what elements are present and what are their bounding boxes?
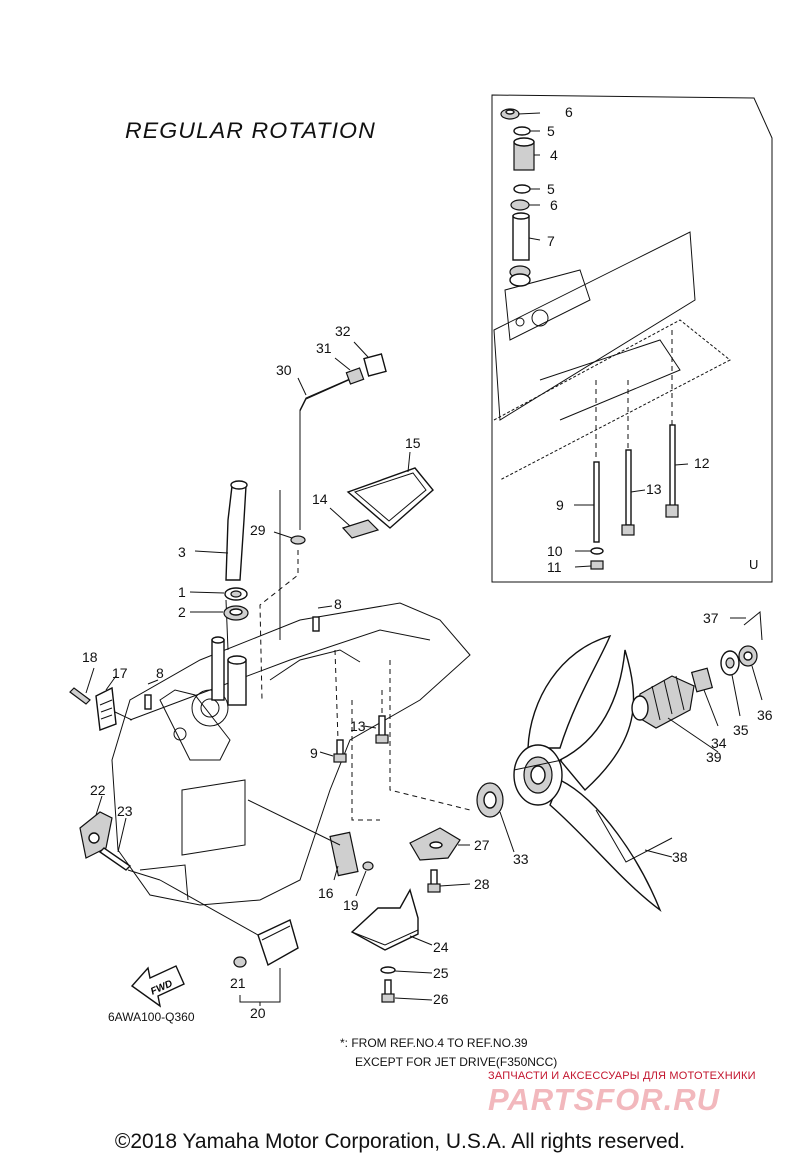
diagram-code: 6AWA100-Q360	[108, 1010, 195, 1024]
inset-parts-stack	[500, 108, 541, 287]
callout-14: 14	[312, 491, 328, 507]
bolt-13	[378, 715, 386, 737]
callout-12: 12	[694, 455, 710, 471]
anode-16	[329, 831, 359, 877]
view-letter: U	[749, 557, 759, 572]
callout-1: 1	[178, 584, 186, 600]
callout-31: 31	[316, 340, 332, 356]
joint-31	[345, 367, 365, 385]
cotter-pin-37	[743, 611, 763, 641]
note-line-2: EXCEPT FOR JET DRIVE(F350NCC)	[355, 1055, 558, 1069]
spacer-34	[690, 667, 714, 693]
callout-13: 13	[646, 481, 662, 497]
inset-bolts	[574, 330, 689, 570]
seal-14	[341, 519, 380, 539]
dowel-8a	[312, 616, 320, 632]
prop-hardware	[631, 611, 763, 753]
water-tube-3	[225, 485, 247, 581]
callout-39: 39	[706, 749, 722, 765]
callout-15: 15	[405, 435, 421, 451]
callout-26: 26	[433, 991, 449, 1007]
callout-22: 22	[90, 782, 106, 798]
callout-6: 6	[550, 197, 558, 213]
watermark-tagline: ЗАПЧАСТИ И АКСЕССУАРЫ ДЛЯ МОТОТЕХНИКИ	[488, 1070, 756, 1082]
callout-25: 25	[433, 965, 449, 981]
callout-19: 19	[343, 897, 359, 913]
callout-20: 20	[250, 1005, 266, 1021]
callout-11: 11	[547, 559, 562, 575]
diagram-title: REGULAR ROTATION	[125, 118, 376, 143]
callout-32: 32	[335, 323, 351, 339]
callout-18: 18	[82, 649, 98, 665]
cover-17	[95, 686, 117, 731]
callout-35: 35	[733, 722, 749, 738]
callout-5: 5	[547, 123, 555, 139]
inset-frame	[491, 94, 773, 583]
callout-23: 23	[117, 803, 133, 819]
callout-8: 8	[334, 596, 342, 612]
callout-9: 9	[556, 497, 564, 513]
grommet-29	[290, 535, 306, 545]
screw-18	[69, 687, 91, 705]
callouts: 6 5 4 5 6 7 12 13 9 10 11 32 31 30 15 14…	[82, 104, 773, 1021]
callout-6: 6	[565, 104, 573, 120]
callout-37: 37	[703, 610, 719, 626]
watermark-logo: PARTSFOR.RU	[488, 1082, 721, 1117]
callout-2: 2	[178, 604, 186, 620]
fwd-arrow: FWD	[130, 965, 185, 1008]
callout-33: 33	[513, 851, 529, 867]
callout-13: 13	[350, 718, 366, 734]
callout-24: 24	[433, 939, 449, 955]
screw-23	[98, 847, 132, 871]
nut-19	[362, 861, 374, 871]
note-line-1: *: FROM REF.NO.4 TO REF.NO.39	[340, 1036, 528, 1050]
propeller	[513, 634, 662, 913]
callout-7: 7	[547, 233, 555, 249]
inset-housing-outline	[493, 231, 731, 481]
callout-28: 28	[474, 876, 490, 892]
callout-10: 10	[547, 543, 563, 559]
callout-17: 17	[112, 665, 128, 681]
clip-32	[363, 353, 387, 377]
bracket-38	[595, 809, 673, 863]
callout-38: 38	[672, 849, 688, 865]
callout-21: 21	[230, 975, 246, 991]
callout-30: 30	[276, 362, 292, 378]
washer-25	[380, 966, 396, 974]
callout-3: 3	[178, 544, 186, 560]
lower-casing	[111, 602, 471, 906]
trim-tab-24	[350, 888, 419, 951]
callout-27: 27	[474, 837, 490, 853]
copyright-notice: ©2018 Yamaha Motor Corporation, U.S.A. A…	[114, 1130, 686, 1153]
nut-21	[233, 956, 247, 968]
callout-16: 16	[318, 885, 334, 901]
callout-9: 9	[310, 745, 318, 761]
anode-20	[257, 919, 299, 967]
callout-36: 36	[757, 707, 773, 723]
callout-5: 5	[547, 181, 555, 197]
gasket-15	[346, 467, 434, 529]
callout-4: 4	[550, 147, 558, 163]
washer-5-top	[513, 126, 531, 136]
callout-29: 29	[250, 522, 266, 538]
dowel-8b	[144, 694, 152, 710]
washer-5-bottom	[513, 184, 531, 194]
callout-8: 8	[156, 665, 164, 681]
callout-34: 34	[711, 735, 727, 751]
seal-6-bottom	[510, 199, 530, 211]
sleeve-7	[512, 215, 530, 261]
cooling-hose-30	[299, 377, 353, 530]
